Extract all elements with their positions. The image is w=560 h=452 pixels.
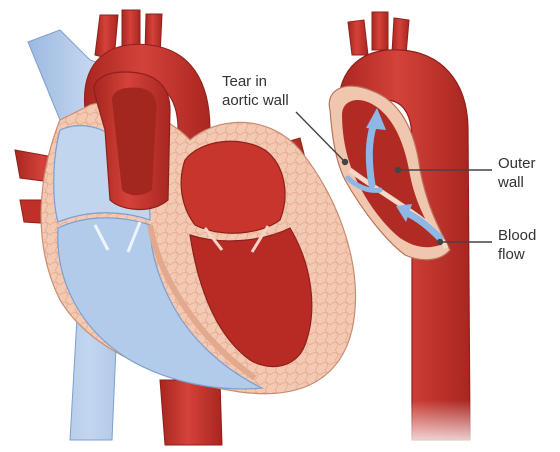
leader-dot-tear [343,160,348,165]
aorta-top-branch-1 [348,20,368,55]
descending-aorta [160,380,222,445]
leader-dot-blood-flow [438,240,443,245]
left-atrium [181,141,285,233]
aorta-fade [405,400,475,452]
label-outer-wall: Outer wall [498,154,536,192]
label-tear-in-aortic-wall: Tear in aortic wall [222,72,289,110]
leader-dot-outer-wall [396,168,401,173]
aorta-top-branch-2 [372,12,388,50]
label-blood-flow: Blood flow [498,226,536,264]
aorta-illustration [329,12,475,452]
heart-illustration [15,10,355,445]
